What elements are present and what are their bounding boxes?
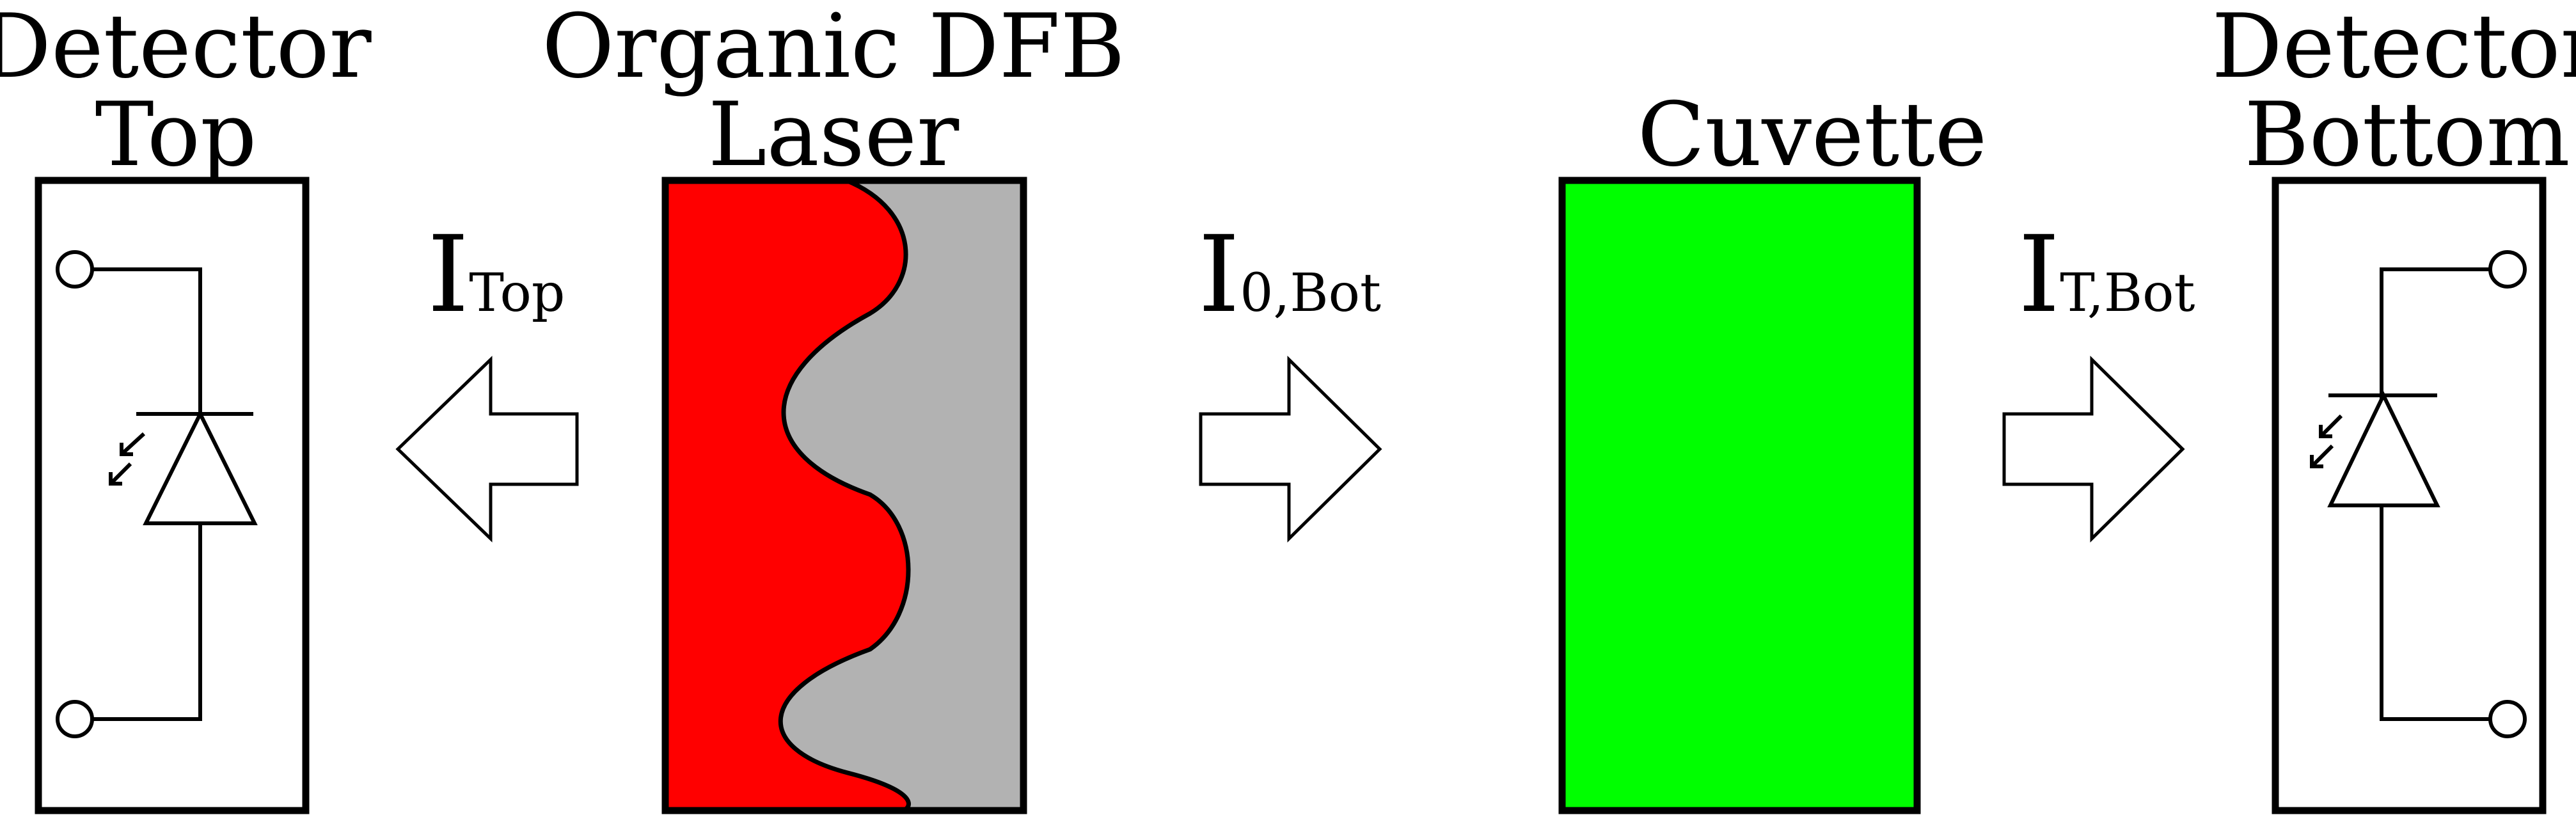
beam-top-subscript: Top [469,263,565,324]
detector-top-label-line2: Top [95,83,257,186]
cuvette: Cuvette [1558,83,1987,814]
laser-label-line1: Organic DFB [542,0,1125,98]
detector-bottom: Detector Bottom [2211,0,2576,814]
detector-top-label-line1: Detector [0,0,372,98]
detector-bottom-label-line2: Bottom [2244,83,2570,186]
cuvette-box [1558,177,1921,814]
beam-top-label: ITop [427,213,565,336]
beam-top: ITop [395,213,579,543]
laser-frame [661,177,1027,814]
beam-transmitted-bottom-subscript: T,Bot [2060,263,2195,324]
beam-zero-bottom-subscript: 0,Bot [1240,263,1381,324]
beam-zero-bottom-label: I0,Bot [1198,213,1381,336]
beam-transmitted-bottom-symbol: I [2018,213,2060,336]
organic-dfb-laser: Organic DFB Laser [542,0,1125,814]
photodiode-icon [56,250,258,738]
beam-transmitted-bottom: IT,Bot [2002,213,2195,543]
beam-top-symbol: I [427,213,469,336]
laser-grating [663,178,911,813]
beam-zero-bottom: I0,Bot [1198,213,1382,543]
detector-bottom-label-line1: Detector [2211,0,2576,98]
detector-top: Detector Top [0,0,372,814]
laser-label-line2: Laser [708,83,959,186]
cuvette-label: Cuvette [1638,83,1987,186]
beam-zero-bottom-symbol: I [1198,213,1240,336]
right-arrow-icon [2002,356,2185,543]
left-arrow-icon [395,356,579,543]
photodiode-icon [2310,250,2527,738]
beam-transmitted-bottom-label: IT,Bot [2018,213,2195,336]
right-arrow-icon [1199,356,1382,543]
